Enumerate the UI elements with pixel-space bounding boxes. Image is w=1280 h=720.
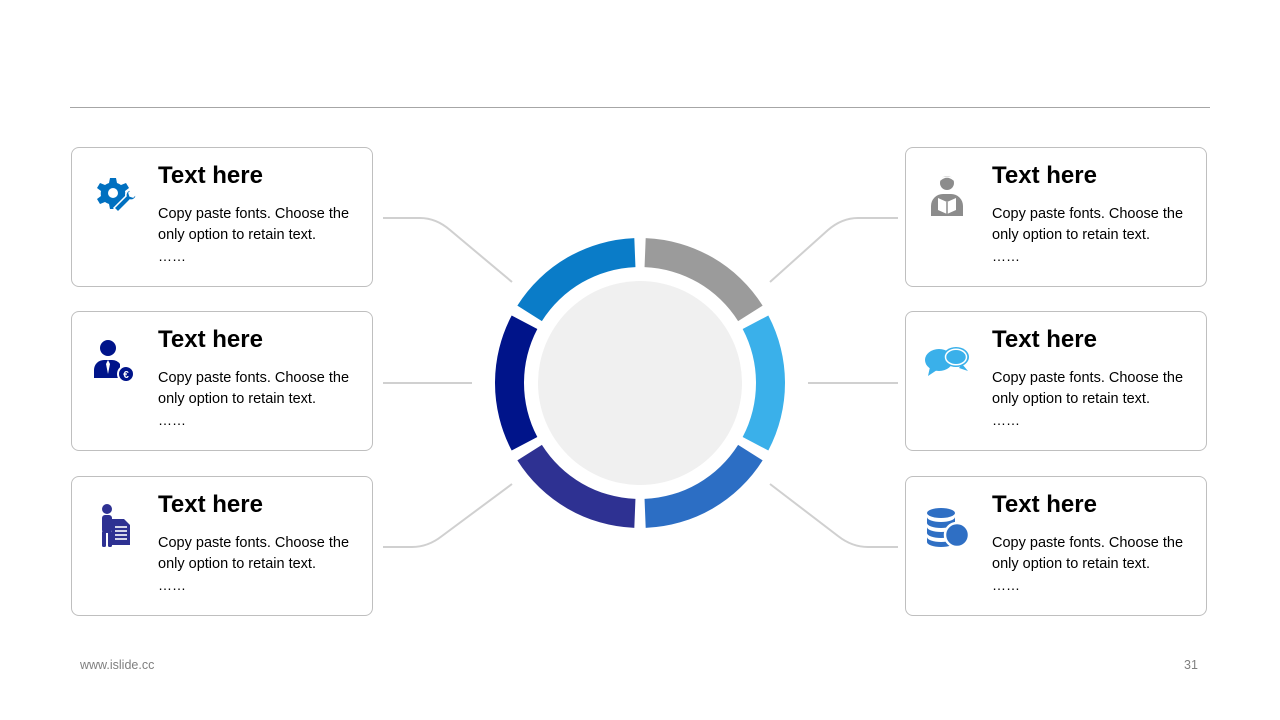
card-right-2: Text here Copy paste fonts. Choose the o…: [905, 311, 1207, 451]
gear-wrench-icon: [88, 172, 138, 222]
ring-segment-top-right: [644, 238, 763, 322]
card-left-2: € Text here Copy paste fonts. Choose the…: [71, 311, 373, 451]
ring-segment-right: [742, 315, 785, 451]
top-divider: [70, 107, 1210, 108]
person-reading-icon: [922, 172, 972, 222]
card-ellipsis: ……: [992, 248, 1020, 264]
svg-text:€: €: [123, 370, 129, 381]
ring-segment-bottom-left: [517, 444, 636, 528]
database-coin-icon: [922, 501, 972, 551]
speech-bubbles-icon: [922, 336, 972, 386]
card-ellipsis: ……: [992, 577, 1020, 593]
person-document-icon: [88, 501, 138, 551]
businessman-coin-icon: €: [88, 336, 138, 386]
ring-segment-top-left: [517, 238, 636, 322]
ring-center-circle: [538, 281, 742, 485]
card-body: Copy paste fonts. Choose the only option…: [992, 206, 1184, 243]
card-title: Text here: [158, 326, 263, 353]
card-title: Text here: [992, 326, 1097, 353]
card-ellipsis: ……: [158, 412, 186, 428]
ring-segment-bottom-right: [644, 444, 763, 528]
card-ellipsis: ……: [158, 577, 186, 593]
ring: [495, 238, 785, 528]
page-number: 31: [1184, 658, 1198, 672]
card-right-3: Text here Copy paste fonts. Choose the o…: [905, 476, 1207, 616]
connector-left-1: [383, 217, 513, 283]
card-right-1: Text here Copy paste fonts. Choose the o…: [905, 147, 1207, 287]
connector-left-3: [383, 483, 513, 548]
card-title: Text here: [158, 162, 263, 189]
card-body: Copy paste fonts. Choose the only option…: [158, 206, 350, 243]
card-body: Copy paste fonts. Choose the only option…: [992, 535, 1184, 572]
card-ellipsis: ……: [992, 412, 1020, 428]
connector-right-1: [769, 217, 898, 283]
connector-lines: [383, 217, 898, 548]
card-title: Text here: [158, 491, 263, 518]
card-ellipsis: ……: [158, 248, 186, 264]
card-left-3: Text here Copy paste fonts. Choose the o…: [71, 476, 373, 616]
footer-url: www.islide.cc: [80, 658, 155, 672]
card-title: Text here: [992, 162, 1097, 189]
connector-right-3: [769, 483, 898, 548]
card-body: Copy paste fonts. Choose the only option…: [158, 370, 350, 407]
card-title: Text here: [992, 491, 1097, 518]
ring-segment-left: [495, 315, 538, 451]
card-body: Copy paste fonts. Choose the only option…: [158, 535, 350, 572]
card-body: Copy paste fonts. Choose the only option…: [992, 370, 1184, 407]
card-left-1: Text here Copy paste fonts. Choose the o…: [71, 147, 373, 287]
